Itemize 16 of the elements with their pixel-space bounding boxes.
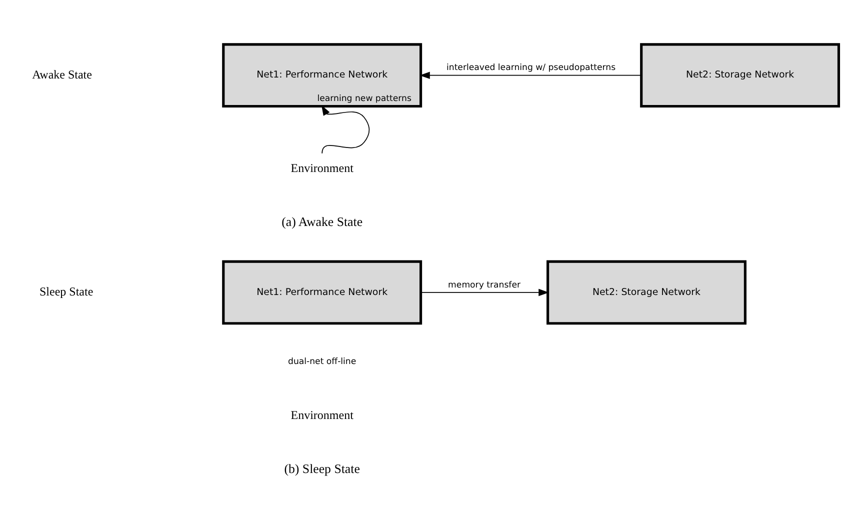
arrow [420, 71, 642, 78]
edge-label: learning new patterns [317, 94, 412, 104]
node-box: Net2: Storage Network [640, 42, 840, 108]
label: Environment [290, 408, 354, 422]
node-text: Environment [290, 160, 354, 175]
label: Awake State [32, 67, 92, 82]
label: dual-net off-line [288, 356, 356, 367]
node-box: Net2: Storage Network [546, 260, 746, 324]
label: Sleep State [40, 284, 94, 298]
arrow [321, 104, 370, 154]
node-box: Net1: Performance Network [222, 260, 422, 324]
label: (a) Awake State [282, 214, 363, 228]
label: (b) Sleep State [284, 462, 360, 476]
arrow [420, 288, 549, 296]
edge-label: memory transfer [448, 280, 521, 290]
edge-label: interleaved learning w/ pseudopatterns [446, 62, 616, 73]
